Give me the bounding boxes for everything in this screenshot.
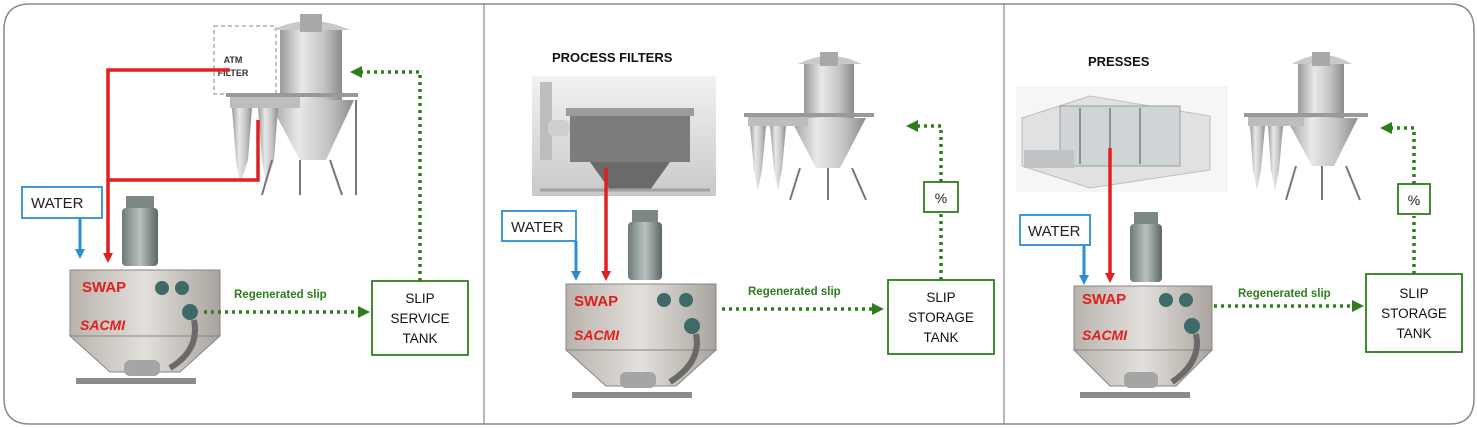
tank-label-line: SLIP — [1399, 286, 1428, 301]
outer-frame — [3, 3, 1475, 425]
tank-label-line: TANK — [1396, 326, 1431, 341]
atm-filter-label: ATM — [224, 55, 243, 65]
slip-tank-box — [1365, 273, 1463, 353]
regenerated-slip-label: Regenerated slip — [234, 289, 327, 301]
machine-brand-label: SWAP — [82, 279, 126, 296]
panel-title: PROCESS FILTERS — [552, 50, 673, 65]
panel-title: PRESSES — [1088, 54, 1150, 69]
process-filter-illustration — [532, 76, 716, 196]
return-flow-arrow — [350, 66, 422, 281]
percent-box — [923, 181, 959, 213]
return-flow-arrow — [906, 120, 943, 182]
machine-brand-label: SWAP — [574, 293, 618, 310]
panel-2: PROCESS FILTERS WATER — [501, 50, 995, 398]
tank-label-line: STORAGE — [908, 310, 974, 325]
tank-label-line: TANK — [402, 331, 437, 346]
percent-label: % — [935, 190, 947, 206]
swap-machine-illustration — [1072, 212, 1214, 398]
tank-label-line: SLIP — [405, 291, 434, 306]
water-label: WATER — [31, 195, 84, 212]
machine-brand-label: SWAP — [1082, 291, 1126, 308]
tank-label-line: SLIP — [926, 290, 955, 305]
spray-dryer-illustration — [744, 52, 874, 201]
slip-pipe-line — [103, 68, 230, 263]
spray-dryer-illustration — [213, 14, 358, 196]
swap-machine-illustration — [564, 210, 718, 398]
water-box — [1019, 214, 1091, 246]
machine-maker-label: SACMI — [1082, 327, 1128, 343]
panel-1: ATM FILTER WATER SWAP SACMI Regenerated … — [21, 14, 469, 384]
spray-dryer-illustration — [1244, 52, 1368, 201]
machine-maker-label: SACMI — [80, 317, 126, 333]
percent-label: % — [1408, 192, 1420, 208]
water-box — [21, 186, 103, 219]
water-label: WATER — [1028, 223, 1081, 240]
return-flow-arrow — [1380, 122, 1416, 184]
press-line-illustration — [1016, 86, 1228, 192]
tank-label-line: STORAGE — [1381, 306, 1447, 321]
machine-maker-label: SACMI — [574, 327, 620, 343]
swap-machine-illustration — [68, 196, 222, 384]
tank-label-line: SERVICE — [390, 311, 449, 326]
regenerated-slip-label: Regenerated slip — [1238, 288, 1331, 300]
slip-tank-box — [887, 279, 995, 355]
regenerated-slip-label: Regenerated slip — [748, 286, 841, 298]
slip-pipe-line — [108, 120, 260, 182]
water-box — [501, 210, 577, 242]
atm-filter-label: FILTER — [218, 68, 249, 78]
tank-label-line: TANK — [923, 330, 958, 345]
water-label: WATER — [511, 219, 564, 236]
panel-3: PRESSES WATER — [1016, 52, 1463, 398]
